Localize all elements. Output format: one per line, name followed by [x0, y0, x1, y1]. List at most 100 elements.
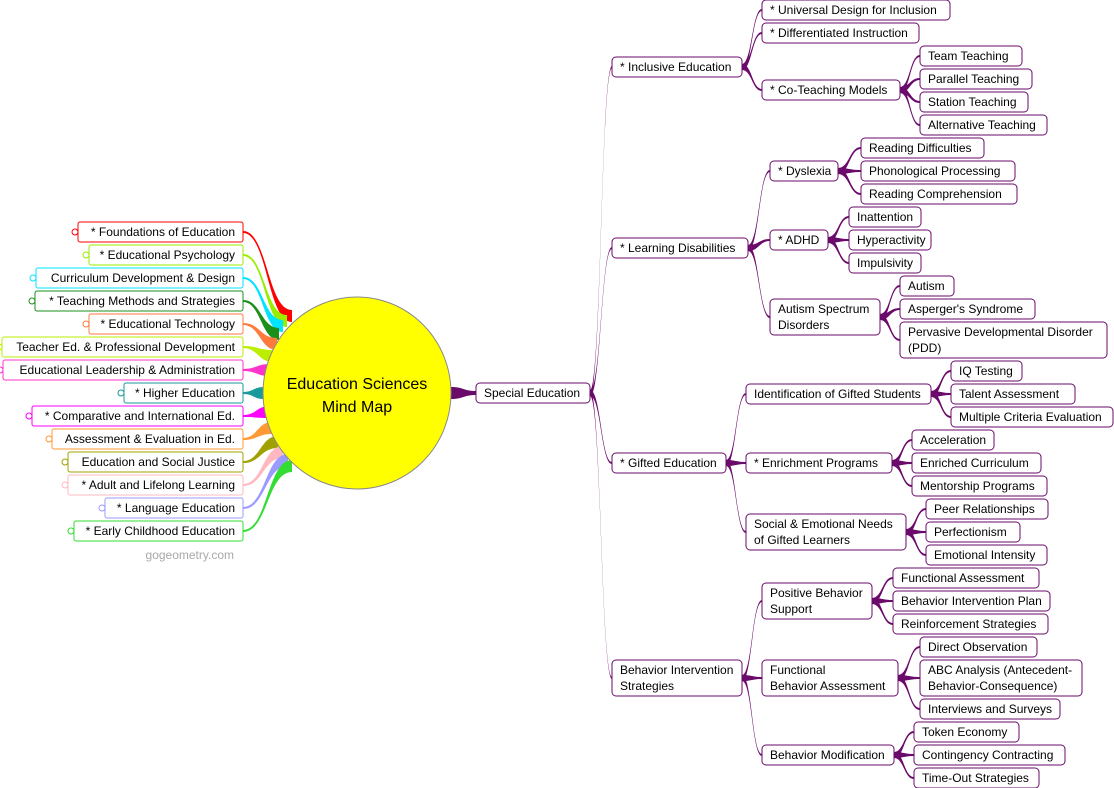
node-differentiated-instruction-box[interactable] [761, 22, 920, 44]
node-dyslexia[interactable]: * Dyslexia [769, 160, 839, 182]
leaf-team-teaching[interactable]: Team Teaching [919, 45, 1023, 67]
node-behavior-modification-box[interactable] [761, 744, 895, 766]
leaf-parallel-teaching[interactable]: Parallel Teaching [919, 68, 1033, 90]
expand-toggle-icon[interactable] [71, 228, 79, 236]
expand-toggle-icon[interactable] [61, 458, 69, 466]
leaf-emotional-intensity-box[interactable] [925, 544, 1048, 566]
left-topic-educational-psychology[interactable]: * Educational Psychology [82, 244, 244, 266]
leaf-team-teaching-box[interactable] [919, 45, 1023, 67]
leaf-abc-analysis-antecedent-behavior-consequence[interactable]: ABC Analysis (Antecedent-Behavior-Conseq… [919, 659, 1083, 697]
leaf-hyperactivity[interactable]: Hyperactivity [848, 229, 932, 251]
leaf-functional-assessment-box[interactable] [892, 567, 1040, 589]
branch-learning-disabilities[interactable]: * Learning Disabilities [611, 237, 749, 259]
leaf-time-out-strategies-box[interactable] [913, 767, 1040, 788]
branch-behavior-intervention-strategies-box[interactable] [611, 659, 743, 697]
leaf-reading-difficulties-box[interactable] [860, 137, 985, 159]
leaf-contingency-contracting-box[interactable] [913, 744, 1066, 766]
leaf-phonological-processing-box[interactable] [860, 160, 1016, 182]
expand-toggle-icon[interactable] [0, 366, 4, 374]
leaf-alternative-teaching-box[interactable] [919, 114, 1048, 136]
node-adhd[interactable]: * ADHD [769, 229, 829, 251]
node-co-teaching-models-box[interactable] [761, 79, 901, 101]
leaf-emotional-intensity[interactable]: Emotional Intensity [925, 544, 1048, 566]
expand-toggle-icon[interactable] [28, 297, 36, 305]
left-topic-teacher-ed-professional-development[interactable]: Teacher Ed. & Professional Development [0, 336, 244, 358]
expand-toggle-icon[interactable] [98, 504, 106, 512]
left-topic-higher-education[interactable]: * Higher Education [117, 382, 244, 404]
leaf-perfectionism-box[interactable] [925, 521, 1021, 543]
node-universal-design-for-inclusion-box[interactable] [761, 0, 951, 21]
leaf-interviews-and-surveys-box[interactable] [919, 698, 1061, 720]
expand-toggle-icon[interactable] [117, 389, 125, 397]
special-education-node-box[interactable] [475, 382, 591, 404]
leaf-asperger-s-syndrome-box[interactable] [899, 298, 1036, 320]
expand-toggle-icon[interactable] [45, 435, 53, 443]
expand-toggle-icon[interactable] [25, 412, 33, 420]
central-topic[interactable]: Education Sciences Mind Map [262, 296, 452, 490]
leaf-reinforcement-strategies[interactable]: Reinforcement Strategies [892, 613, 1049, 635]
left-topic-language-education[interactable]: * Language Education [98, 497, 244, 519]
expand-toggle-icon[interactable] [82, 320, 90, 328]
central-topic-bubble[interactable] [262, 296, 452, 490]
branch-inclusive-education[interactable]: * Inclusive Education [611, 56, 743, 78]
left-topic-adult-and-lifelong-learning[interactable]: * Adult and Lifelong Learning [61, 474, 244, 496]
leaf-impulsivity[interactable]: Impulsivity [848, 252, 922, 274]
leaf-enriched-curriculum[interactable]: Enriched Curriculum [911, 452, 1042, 474]
leaf-abc-analysis-antecedent-behavior-consequence-box[interactable] [919, 659, 1083, 697]
leaf-reading-comprehension-box[interactable] [860, 183, 1018, 205]
leaf-contingency-contracting[interactable]: Contingency Contracting [913, 744, 1066, 766]
leaf-behavior-intervention-plan[interactable]: Behavior Intervention Plan [892, 590, 1051, 612]
leaf-phonological-processing[interactable]: Phonological Processing [860, 160, 1016, 182]
node-universal-design-for-inclusion[interactable]: * Universal Design for Inclusion [761, 0, 951, 21]
node-autism-spectrum-disorders[interactable]: Autism Spectrum Disorders [769, 298, 881, 336]
leaf-parallel-teaching-box[interactable] [919, 68, 1033, 90]
node-positive-behavior-support[interactable]: Positive Behavior Support [761, 582, 873, 620]
node-identification-of-gifted-students[interactable]: Identification of Gifted Students [745, 383, 932, 405]
leaf-alternative-teaching[interactable]: Alternative Teaching [919, 114, 1048, 136]
left-topic-education-and-social-justice[interactable]: Education and Social Justice [61, 451, 244, 473]
leaf-station-teaching-box[interactable] [919, 91, 1029, 113]
leaf-token-economy-box[interactable] [913, 721, 1020, 743]
leaf-pervasive-developmental-disorder-pdd[interactable]: Pervasive Developmental Disorder (PDD) [899, 321, 1108, 359]
leaf-autism[interactable]: Autism [899, 275, 955, 297]
leaf-perfectionism[interactable]: Perfectionism [925, 521, 1021, 543]
left-topic-foundations-of-education[interactable]: * Foundations of Education [71, 221, 244, 243]
node-enrichment-programs[interactable]: * Enrichment Programs [745, 452, 893, 474]
leaf-reading-difficulties[interactable]: Reading Difficulties [860, 137, 985, 159]
leaf-enriched-curriculum-box[interactable] [911, 452, 1042, 474]
leaf-asperger-s-syndrome[interactable]: Asperger's Syndrome [899, 298, 1036, 320]
leaf-hyperactivity-box[interactable] [848, 229, 932, 251]
leaf-autism-box[interactable] [899, 275, 955, 297]
leaf-multiple-criteria-evaluation[interactable]: Multiple Criteria Evaluation [950, 406, 1114, 428]
node-identification-of-gifted-students-box[interactable] [745, 383, 932, 405]
leaf-acceleration-box[interactable] [911, 429, 995, 451]
leaf-mentorship-programs-box[interactable] [911, 475, 1048, 497]
leaf-impulsivity-box[interactable] [848, 252, 922, 274]
leaf-acceleration[interactable]: Acceleration [911, 429, 995, 451]
node-behavior-modification[interactable]: Behavior Modification [761, 744, 895, 766]
leaf-direct-observation[interactable]: Direct Observation [919, 636, 1038, 658]
branch-gifted-education[interactable]: * Gifted Education [611, 452, 727, 474]
expand-toggle-icon[interactable] [0, 343, 3, 351]
leaf-peer-relationships-box[interactable] [925, 498, 1049, 520]
left-topic-curriculum-development-design[interactable]: Curriculum Development & Design [29, 267, 244, 289]
branch-gifted-education-box[interactable] [611, 452, 727, 474]
leaf-talent-assessment-box[interactable] [950, 383, 1076, 405]
leaf-multiple-criteria-evaluation-box[interactable] [950, 406, 1114, 428]
node-autism-spectrum-disorders-box[interactable] [769, 298, 881, 336]
special-education-node[interactable]: Special Education [475, 382, 591, 404]
leaf-functional-assessment[interactable]: Functional Assessment [892, 567, 1040, 589]
leaf-behavior-intervention-plan-box[interactable] [892, 590, 1051, 612]
node-functional-behavior-assessment-box[interactable] [761, 659, 899, 697]
leaf-reinforcement-strategies-box[interactable] [892, 613, 1049, 635]
node-adhd-box[interactable] [769, 229, 829, 251]
leaf-inattention[interactable]: Inattention [848, 206, 922, 228]
leaf-reading-comprehension[interactable]: Reading Comprehension [860, 183, 1018, 205]
expand-toggle-icon[interactable] [61, 481, 69, 489]
leaf-iq-testing-box[interactable] [950, 360, 1023, 382]
node-differentiated-instruction[interactable]: * Differentiated Instruction [761, 22, 920, 44]
leaf-inattention-box[interactable] [848, 206, 922, 228]
leaf-direct-observation-box[interactable] [919, 636, 1038, 658]
expand-toggle-icon[interactable] [29, 274, 37, 282]
